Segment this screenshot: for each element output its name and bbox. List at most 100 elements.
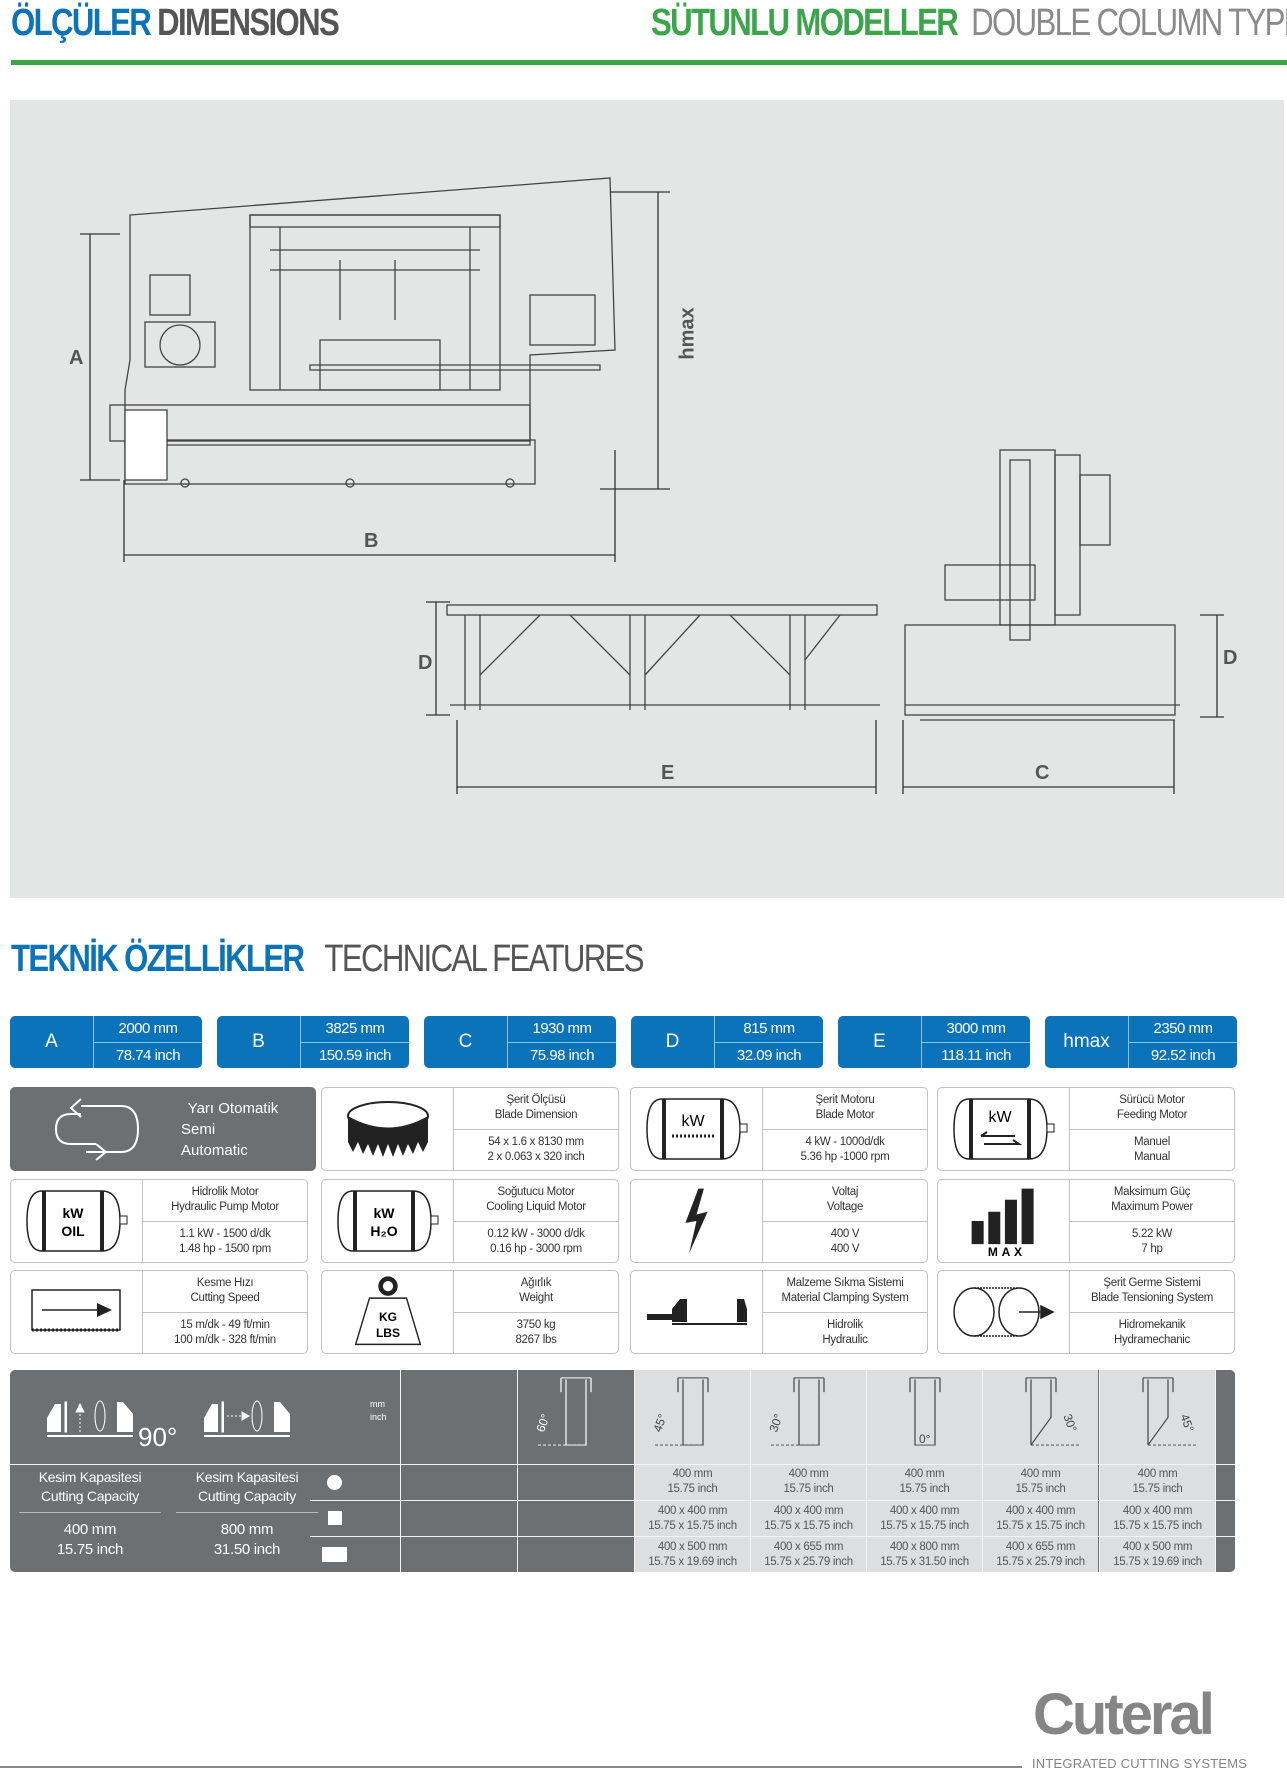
- capacity-column-right-60: 60°: [1215, 1370, 1235, 1572]
- feature-title-en: Weight: [519, 1292, 553, 1305]
- capacity-inch: 31.50 inch: [213, 1541, 281, 1558]
- capacity-cell: 400 x 655 mm 15.75 x 25.79 inch: [751, 1536, 866, 1572]
- capacity-mm: 400 mm: [788, 1468, 829, 1480]
- feature-value-2: Hydraulic: [822, 1333, 868, 1346]
- feature-title-en: Blade Dimension: [494, 1109, 578, 1122]
- blade-angle-icon: [1216, 1370, 1235, 1464]
- capacity-mm: 400 x 500 mm: [1122, 1540, 1193, 1553]
- capacity-inch: 15.75 x 25.79 inch: [996, 1555, 1085, 1568]
- dimension-key: C: [424, 1016, 508, 1068]
- blade-angle-icon: [635, 1370, 751, 1464]
- capacity-inch: 15.75 x 19.69 inch: [1113, 1555, 1202, 1568]
- feature-value-2: 2 x 0.063 x 320 inch: [487, 1150, 585, 1163]
- feature-title-en: Blade Motor: [815, 1109, 875, 1122]
- capacity-mm: 400 x 655 mm: [773, 1540, 844, 1553]
- label-hmax: hmax: [676, 307, 699, 360]
- capacity-cell: 400 x 500 mm 15.75 x 19.69 inch: [1100, 1536, 1215, 1572]
- svg-text:MAX: MAX: [987, 1245, 1025, 1258]
- divider: [176, 1512, 318, 1513]
- dimension-mm: 815 mm: [715, 1016, 823, 1043]
- feature-title-tr: Voltaj: [831, 1186, 859, 1199]
- label-e: E: [661, 762, 675, 784]
- capacity-inch: 15.75 x 15.75 inch: [880, 1519, 969, 1532]
- feature-value-2: 0.16 hp - 3000 rpm: [490, 1242, 582, 1255]
- capacity-inch: 15.75 inch: [56, 1541, 124, 1558]
- feature-value-1: Hidromekanik: [1118, 1318, 1186, 1331]
- capacity-mm: 400 mm: [904, 1468, 945, 1480]
- feature-title-tr: Soğutucu Motor: [497, 1186, 575, 1199]
- tensioning-icon: [938, 1271, 1070, 1353]
- feature-value-2: 8267 lbs: [515, 1333, 557, 1346]
- feature-title-en: Cooling Liquid Motor: [486, 1201, 586, 1214]
- feature-title-tr: Ağırlık: [520, 1277, 552, 1290]
- capacity-mm: 400 mm: [63, 1521, 117, 1538]
- feeding-motor-icon: kW: [938, 1088, 1070, 1170]
- feature-value: 3750 kg 8267 lbs: [454, 1313, 618, 1354]
- svg-text:kW: kW: [988, 1109, 1012, 1126]
- unit-mm: mm: [370, 1399, 385, 1409]
- feature-value-2: 5.36 hp -1000 rpm: [800, 1150, 890, 1163]
- label-d-left: D: [418, 652, 433, 674]
- dimension-drawing: A B hmax D E C D: [10, 100, 1284, 898]
- round-shape-icon: [327, 1475, 342, 1490]
- logo: Cuteral: [1033, 1682, 1215, 1747]
- feature-title-tr: Şerit Ölçüsü: [506, 1094, 566, 1107]
- feature-value-1: 3750 kg: [516, 1318, 556, 1331]
- capacity-mm: 400 x 655 mm: [1005, 1540, 1076, 1553]
- feature-title-en: Hydraulic Pump Motor: [171, 1201, 279, 1214]
- angle-label: 90°: [138, 1422, 178, 1452]
- capacity-inch: 15.75 x 25.79 inch: [764, 1555, 853, 1568]
- capacity-cell: [1216, 1464, 1235, 1500]
- divider: [400, 1464, 1235, 1465]
- capacity-cell: [518, 1464, 633, 1500]
- capacity-label-en: Cutting Capacity: [41, 1488, 139, 1504]
- label-c: C: [1035, 762, 1050, 784]
- capacity-cell: [1216, 1536, 1235, 1572]
- feature-title-en: Material Clamping System: [781, 1292, 909, 1305]
- feature-value-2: 100 m/dk - 328 ft/min: [174, 1333, 276, 1346]
- feature-value-1: 5.22 kW: [1131, 1227, 1173, 1240]
- dimension-inch: 32.09 inch: [736, 1046, 802, 1064]
- feature-title-en: Feeding Motor: [1116, 1109, 1188, 1122]
- blade-angle-icon: [867, 1370, 983, 1464]
- blade-angle-icon: [751, 1370, 867, 1464]
- feature-title-tr: Yarı Otomatik: [187, 1099, 279, 1117]
- capacity-inch: 15.75 x 15.75 inch: [996, 1519, 1085, 1532]
- section-title-dimensions: ÖLÇÜLER DIMENSIONS: [11, 2, 340, 45]
- feature-title-tr: Sürücü Motor: [1119, 1094, 1185, 1107]
- feature-title-tr: Malzeme Sıkma Sistemi: [786, 1277, 904, 1290]
- feature-value-2: 7 hp: [1141, 1242, 1163, 1255]
